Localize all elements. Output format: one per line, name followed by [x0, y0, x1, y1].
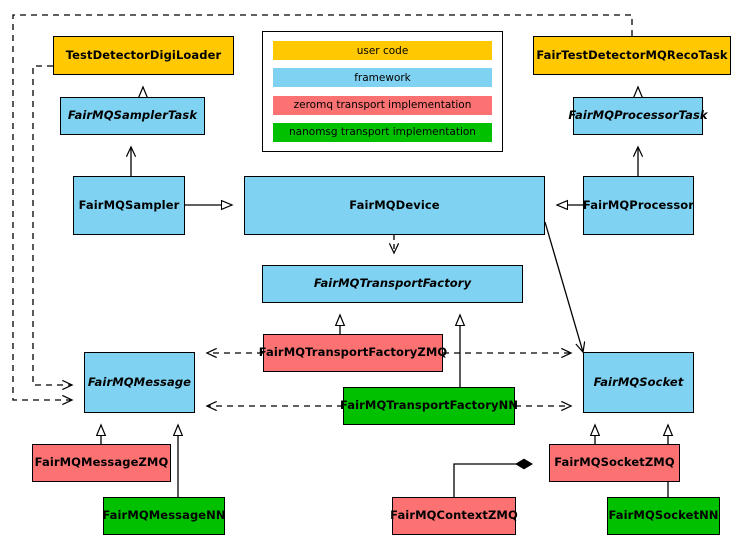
- class-node-label: FairMQTransportFactoryNN: [339, 398, 519, 413]
- class-node-label: FairMQTransportFactoryZMQ: [258, 345, 448, 360]
- class-node-FairTestDetectorMQRecoTask[interactable]: FairTestDetectorMQRecoTask: [533, 36, 731, 75]
- class-node-label: FairMQSocketNN: [608, 508, 719, 523]
- class-node-label: TestDetectorDigiLoader: [65, 47, 222, 62]
- legend-item-framework-label: framework: [354, 71, 411, 84]
- class-node-FairMQSocketNN[interactable]: FairMQSocketNN: [607, 497, 720, 535]
- class-node-label: FairMQSocketZMQ: [554, 455, 675, 470]
- class-node-label: FairMQMessageZMQ: [34, 455, 169, 470]
- class-node-FairMQTransportFactoryZMQ[interactable]: FairMQTransportFactoryZMQ: [259, 334, 447, 372]
- legend-item-nanomsg-label: nanomsg transport implementation: [289, 126, 476, 139]
- class-node-label: FairMQMessageNN: [102, 508, 226, 523]
- class-node-FairMQSocket[interactable]: FairMQSocket: [583, 352, 694, 413]
- class-node-FairMQMessageNN[interactable]: FairMQMessageNN: [102, 497, 226, 535]
- legend-item-user-code: user code: [273, 41, 492, 60]
- class-node-FairMQSocketZMQ[interactable]: FairMQSocketZMQ: [549, 444, 680, 482]
- class-node-FairMQProcessorTask[interactable]: FairMQProcessorTask: [568, 97, 708, 135]
- class-node-FairMQContextZMQ[interactable]: FairMQContextZMQ: [390, 497, 518, 535]
- class-node-label: FairMQDevice: [349, 197, 440, 212]
- class-node-label: FairMQSampler: [78, 197, 180, 212]
- legend-item-zeromq: zeromq transport implementation: [273, 95, 492, 115]
- legend-item-zeromq-label: zeromq transport implementation: [293, 99, 472, 112]
- class-node-FairMQSamplerTask[interactable]: FairMQSamplerTask: [60, 97, 205, 135]
- legend-box: user code framework zeromq transport imp…: [262, 31, 503, 152]
- class-node-FairMQTransportFactoryNN[interactable]: FairMQTransportFactoryNN: [339, 387, 519, 425]
- class-node-label: FairMQSamplerTask: [67, 108, 198, 123]
- class-node-FairMQSampler[interactable]: FairMQSampler: [73, 176, 185, 235]
- legend-item-framework: framework: [273, 68, 492, 88]
- class-node-FairMQTransportFactory[interactable]: FairMQTransportFactory: [262, 265, 523, 303]
- edge-device-to-socket: [544, 221, 583, 352]
- class-node-label: FairMQProcessor: [582, 197, 695, 212]
- class-node-label: FairMQProcessorTask: [568, 108, 708, 123]
- class-node-label: FairMQMessage: [87, 374, 192, 389]
- class-node-label: FairMQSocket: [593, 374, 684, 389]
- legend-item-nanomsg: nanomsg transport implementation: [273, 122, 492, 142]
- class-node-label: FairTestDetectorMQRecoTask: [536, 47, 728, 62]
- class-node-label: FairMQContextZMQ: [390, 508, 518, 523]
- class-node-FairMQDevice[interactable]: FairMQDevice: [244, 176, 545, 235]
- legend-item-user-code-label: user code: [356, 44, 409, 57]
- class-node-FairMQMessage[interactable]: FairMQMessage: [84, 352, 195, 413]
- class-node-label: FairMQTransportFactory: [313, 276, 472, 291]
- edge-contextzmq-to-socketzmq: [453, 464, 532, 497]
- class-node-FairMQMessageZMQ[interactable]: FairMQMessageZMQ: [32, 444, 171, 482]
- class-node-TestDetectorDigiLoader[interactable]: TestDetectorDigiLoader: [53, 36, 234, 75]
- class-node-FairMQProcessor[interactable]: FairMQProcessor: [583, 176, 694, 235]
